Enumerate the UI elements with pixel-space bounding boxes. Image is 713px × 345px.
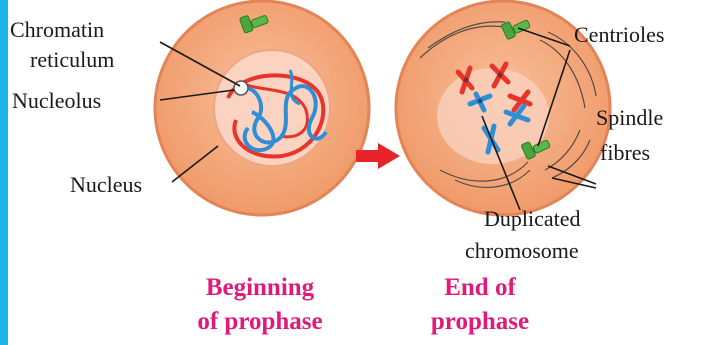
label-chromatin-line2: reticulum [30,47,114,73]
label-spindle-line1: Spindle [596,105,663,131]
label-duplicated-line1: Duplicated [484,206,581,232]
label-spindle-line2: fibres [600,140,650,166]
label-nucleus: Nucleus [70,172,142,198]
caption-right-line2: prophase [410,307,550,337]
nucleus [214,50,330,166]
label-chromatin-line1: Chromatin [10,17,104,43]
caption-left-line1: Beginning [180,273,340,303]
label-nucleolus: Nucleolus [12,88,101,114]
label-centrioles: Centrioles [574,22,664,48]
caption-right-line1: End of [420,273,540,303]
label-duplicated-line2: chromosome [465,238,579,264]
caption-left-line2: of prophase [170,307,350,337]
cell-beginning-prophase [155,1,369,215]
